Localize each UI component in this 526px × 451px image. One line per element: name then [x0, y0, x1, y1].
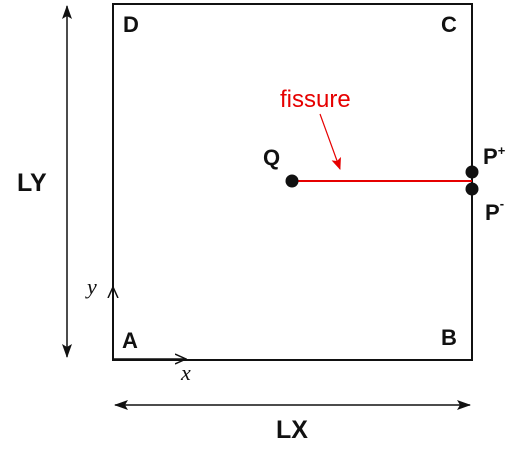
fissure-pointer-arrow [319, 113, 341, 170]
ly-dimension-label: LY [17, 169, 47, 197]
y-axis-label: y [85, 274, 97, 299]
lx-dimension-label: LX [276, 416, 308, 444]
x-axis-label: x [180, 360, 191, 385]
corner-label-d: D [123, 12, 139, 37]
point-label-p-minus: P- [485, 196, 504, 225]
corner-label-b: B [441, 325, 457, 350]
fissure-label: fissure [280, 86, 351, 113]
corner-label-a: A [122, 328, 138, 353]
point-label-p-plus: P+ [483, 143, 506, 169]
p-plus-base: P [483, 144, 498, 169]
point-p-plus [465, 165, 479, 179]
corner-label-c: C [441, 12, 457, 37]
point-p-minus [465, 182, 479, 196]
point-label-q: Q [263, 145, 280, 170]
point-q [285, 174, 299, 188]
p-plus-sup: + [498, 143, 506, 158]
p-minus-sup: - [500, 196, 504, 211]
p-minus-base: P [485, 200, 500, 225]
